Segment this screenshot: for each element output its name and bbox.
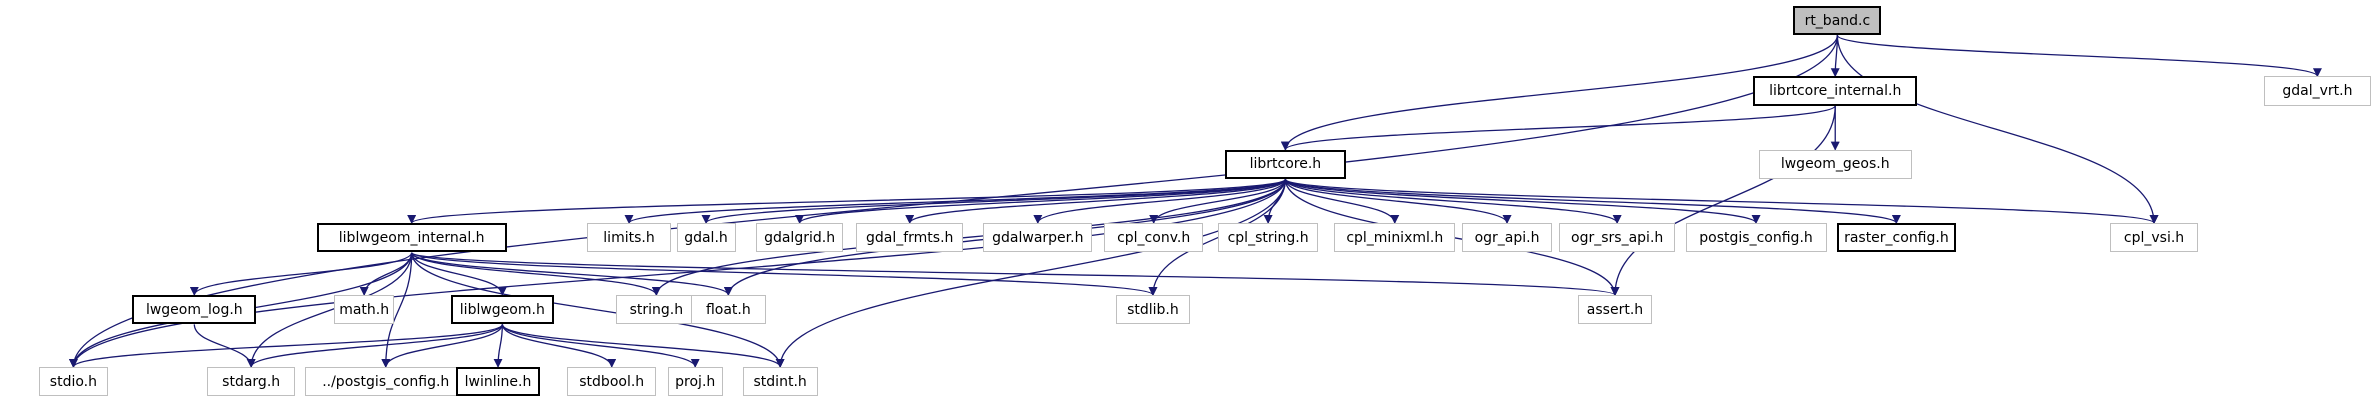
node-lwgeom-log-h[interactable]: lwgeom_log.h [132, 295, 257, 325]
node-cpl-vsi-h: cpl_vsi.h [2110, 223, 2198, 253]
node-proj-h: proj.h [667, 366, 723, 397]
edge-librtcore-h-to-gdal-h [701, 178, 1287, 225]
edge-librtcore-h-to-liblwgeom-internal-h [407, 178, 1287, 225]
node-cpl-string-h: cpl_string.h [1217, 223, 1319, 253]
edge-librtcore-internal-h-to-assert-h [1610, 105, 1836, 296]
node-lwgeom-geos-h: lwgeom_geos.h [1758, 149, 1912, 180]
node-stdint-h: stdint.h [742, 366, 818, 397]
node-librtcore-internal-h[interactable]: librtcore_internal.h [1753, 76, 1918, 106]
node-gdalwarper-h: gdalwarper.h [983, 223, 1093, 253]
node-gdal-h: gdal.h [676, 223, 736, 253]
node-raster-config-h[interactable]: raster_config.h [1836, 223, 1957, 253]
node-lwinline-h[interactable]: lwinline.h [456, 366, 540, 397]
edge-liblwgeom-h-to-proj-h [501, 324, 700, 368]
node-gdal-frmts-h: gdal_frmts.h [856, 223, 963, 253]
node-string-h: string.h [616, 295, 697, 325]
edge-lwgeom-log-h-to-stdarg-h [193, 324, 256, 368]
edge-rt-band-c-to-librtcore-h [1280, 35, 1839, 151]
dependency-edges [68, 34, 2322, 368]
edge-librtcore-h-to-gdal-frmts-h [905, 178, 1287, 225]
node-assert-h: assert.h [1577, 295, 1653, 325]
node-ogr-api-h: ogr_api.h [1462, 223, 1552, 253]
edge-librtcore-h-to-string-h [651, 179, 1287, 296]
edge-librtcore-h-to-ogr-api-h [1284, 178, 1512, 225]
edge-librtcore-h-to-cpl-conv-h [1149, 178, 1287, 225]
edge-liblwgeom-internal-h-to-lwgeom-log-h [189, 252, 413, 296]
edge-librtcore-h-to-gdalgrid-h [795, 178, 1287, 225]
node-stdio-h: stdio.h [38, 366, 108, 397]
node-gdal-vrt-h: gdal_vrt.h [2264, 76, 2371, 106]
edge-rt-band-c-to-gdal-vrt-h [1836, 34, 2322, 78]
edge-liblwgeom-internal-h-to-stdint-h [411, 252, 785, 368]
edge-librtcore-h-to-cpl-minixml-h [1284, 178, 1400, 225]
edge-librtcore-h-to-stdio-h [69, 179, 1287, 368]
edge-liblwgeom-h-to-stdio-h [69, 323, 503, 368]
node-stdbool-h: stdbool.h [567, 366, 657, 397]
node-liblwgeom-h[interactable]: liblwgeom.h [450, 295, 555, 325]
node-float-h: float.h [690, 295, 766, 325]
node-dotdot-postgis-config-h: ../postgis_config.h [305, 366, 467, 397]
edge-liblwgeom-internal-h-to-stdlib-h [411, 251, 1158, 296]
edge-librtcore-internal-h-to-librtcore-h [1281, 105, 1836, 151]
node-math-h: math.h [333, 295, 395, 325]
node-gdalgrid-h: gdalgrid.h [755, 223, 844, 253]
edge-liblwgeom-internal-h-to-dotdot-postgis-config-h [381, 252, 413, 368]
edge-liblwgeom-internal-h-to-liblwgeom-h [411, 252, 507, 296]
edge-librtcore-h-to-gdalwarper-h [1033, 178, 1287, 225]
node-limits-h: limits.h [587, 223, 671, 253]
edge-librtcore-h-to-raster-config-h [1284, 178, 1901, 225]
node-postgis-config-h: postgis_config.h [1685, 223, 1827, 253]
edge-liblwgeom-h-to-stdint-h [501, 324, 785, 368]
node-stdarg-h: stdarg.h [207, 366, 296, 397]
node-cpl-conv-h: cpl_conv.h [1104, 223, 1204, 253]
edge-librtcore-h-to-postgis-config-h [1284, 178, 1761, 225]
edge-librtcore-h-to-cpl-vsi-h [1284, 178, 2159, 225]
node-rt-band-c[interactable]: rt_band.c [1793, 5, 1882, 36]
edge-librtcore-h-to-ogr-srs-api-h [1284, 178, 1622, 225]
edge-liblwgeom-h-to-lwinline-h [493, 324, 503, 368]
node-liblwgeom-internal-h[interactable]: liblwgeom_internal.h [316, 223, 507, 253]
edge-liblwgeom-h-to-stdarg-h [246, 324, 503, 368]
edge-rt-band-c-to-cpl-vsi-h [1836, 35, 2159, 225]
edge-liblwgeom-h-to-stdbool-h [501, 324, 617, 368]
edge-liblwgeom-h-to-dotdot-postgis-config-h [381, 324, 503, 368]
node-stdlib-h: stdlib.h [1115, 295, 1191, 325]
edge-liblwgeom-internal-h-to-string-h [411, 252, 661, 296]
edge-librtcore-h-to-stdint-h [775, 179, 1287, 368]
edge-liblwgeom-internal-h-to-float-h [411, 251, 733, 296]
node-librtcore-h[interactable]: librtcore.h [1224, 149, 1346, 180]
edge-liblwgeom-internal-h-to-assert-h [411, 251, 1620, 296]
node-ogr-srs-api-h: ogr_srs_api.h [1558, 223, 1676, 253]
node-cpl-minixml-h: cpl_minixml.h [1334, 223, 1456, 253]
